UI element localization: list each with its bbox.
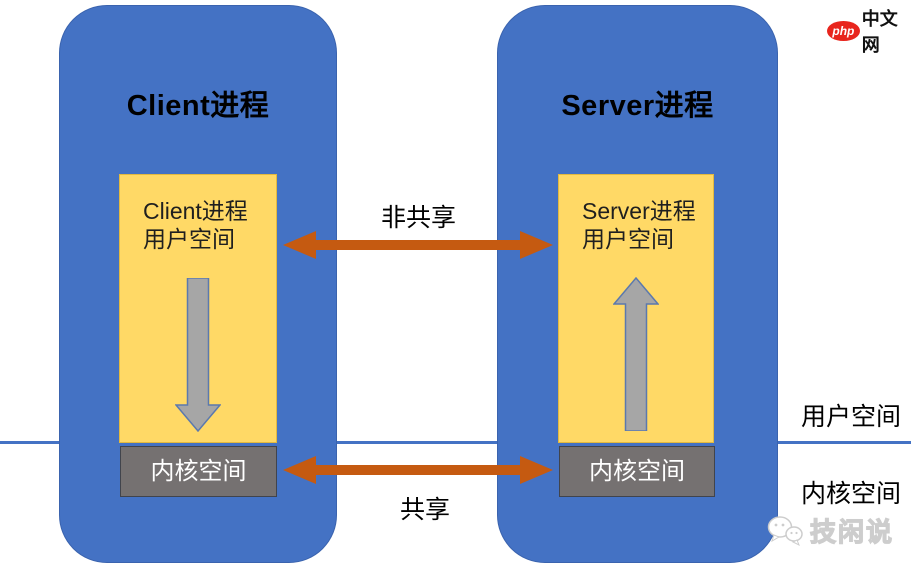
double-arrow-top-icon xyxy=(283,231,553,259)
side-label-kernel-space: 内核空间 xyxy=(800,480,901,508)
non-shared-label: 非共享 xyxy=(381,204,457,232)
up-arrow-icon xyxy=(613,277,659,431)
server-user-space-line1: Server进程 xyxy=(582,198,696,224)
user-kernel-divider-line xyxy=(0,441,911,444)
php-logo-icon: php xyxy=(827,21,860,41)
server-process-title: Server进程 xyxy=(561,90,714,122)
client-user-space-label: Client进程 用户空间 xyxy=(143,197,248,253)
side-label-user-space: 用户空间 xyxy=(800,403,901,431)
site-logo: php 中文网 xyxy=(827,5,911,57)
site-logo-text: 中文网 xyxy=(861,9,898,55)
server-user-space-label: Server进程 用户空间 xyxy=(582,197,696,253)
client-kernel-space-box: 内核空间 xyxy=(120,446,277,497)
shared-label: 共享 xyxy=(400,496,451,524)
wechat-icon xyxy=(767,515,803,546)
server-kernel-space-box: 内核空间 xyxy=(559,446,715,497)
server-user-space-line2: 用户空间 xyxy=(582,226,674,252)
client-user-space-line1: Client进程 xyxy=(143,198,248,224)
double-arrow-bottom-icon xyxy=(283,456,553,484)
down-arrow-icon xyxy=(175,278,221,432)
client-user-space-line2: 用户空间 xyxy=(143,226,235,252)
watermark: 技闲说 xyxy=(766,512,894,549)
client-process-title: Client进程 xyxy=(126,90,270,122)
watermark-text: 技闲说 xyxy=(809,516,895,547)
